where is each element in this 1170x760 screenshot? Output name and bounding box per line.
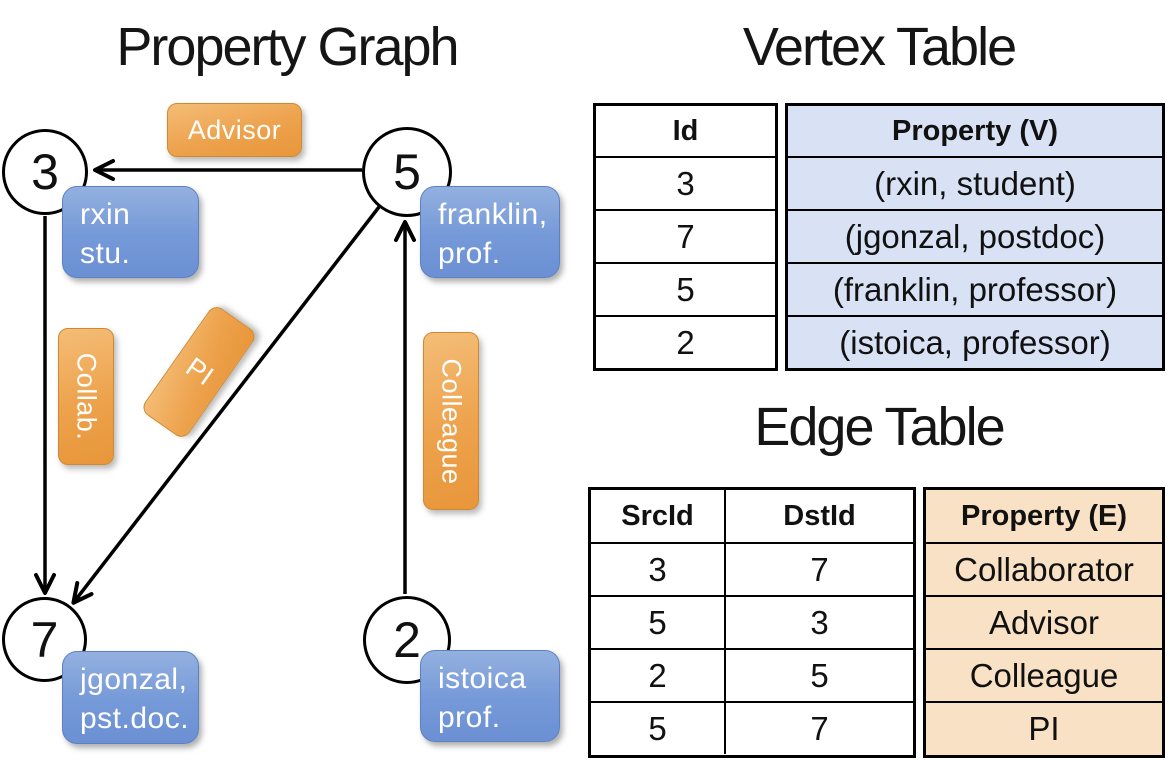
edge-5-to-7	[71, 205, 381, 605]
table-row: 5 7	[591, 701, 913, 754]
edge-table-property-column: Property (E) Collaborator Advisor Collea…	[923, 487, 1165, 758]
table-row: 7	[596, 209, 775, 262]
table-row: (istoica, professor)	[788, 315, 1162, 368]
vertex-property-line: stu.	[80, 237, 131, 270]
edge-dst-cell: 7	[724, 703, 913, 754]
vertex-table-property-column: Property (V) (rxin, student) (jgonzal, p…	[785, 103, 1165, 371]
vertex-property-line: pst.doc.	[80, 702, 190, 735]
edge-table-header-dst: DstId	[724, 490, 913, 542]
vertex-property-cell: (rxin, student)	[874, 164, 1076, 202]
vertex-id-7: 7	[30, 611, 59, 668]
vertex-property-box-3: rxin stu.	[62, 186, 199, 278]
vertex-property-box-5: franklin, prof.	[420, 186, 560, 278]
edge-dst-cell: 3	[724, 597, 913, 648]
edge-src-cell: 2	[648, 656, 667, 694]
vertex-circle-2: 2	[363, 596, 451, 684]
vertex-id-cell: 3	[676, 164, 695, 202]
vertex-id-5: 5	[393, 144, 421, 200]
edge-src-cell: 5	[648, 603, 667, 641]
edge-label-text: Collab.	[71, 352, 102, 441]
table-row: Colleague	[926, 648, 1162, 701]
vertex-property-line: istoica	[438, 662, 527, 695]
edge-property-cell: Colleague	[969, 656, 1119, 694]
table-row: 5 3	[591, 595, 913, 648]
table-row: (jgonzal, postdoc)	[788, 209, 1162, 262]
edge-table-header-src: SrcId	[621, 499, 694, 532]
edge-table-id-columns: SrcId DstId 3 7 5 3 2 5 5 7	[588, 487, 916, 758]
vertex-table-header-property: Property (V)	[892, 114, 1058, 147]
edge-table-title: Edge Table	[754, 397, 1005, 457]
edge-table-header-property: Property (E)	[961, 499, 1127, 532]
edge-src-cell: 3	[648, 550, 667, 588]
graph-edges	[34, 159, 416, 605]
edge-label-collab: Collab.	[58, 328, 114, 465]
table-row: 2	[596, 315, 775, 368]
vertex-property-cell: (istoica, professor)	[839, 323, 1111, 361]
vertex-table-header-id: Id	[672, 114, 699, 147]
vertex-id-cell: 5	[676, 270, 695, 308]
vertex-property-box-7: jgonzal, pst.doc.	[62, 651, 199, 744]
edge-property-cell: PI	[1028, 709, 1060, 747]
table-row: (franklin, professor)	[788, 262, 1162, 315]
vertex-property-line: prof.	[438, 237, 501, 270]
vertex-property-cell: (jgonzal, postdoc)	[844, 217, 1106, 255]
edge-label-text: Advisor	[187, 114, 282, 145]
vertex-table-title: Vertex Table	[742, 17, 1017, 77]
vertex-id-3: 3	[31, 144, 59, 200]
table-row: 3 7	[591, 542, 913, 595]
vertex-property-box-2: istoica prof.	[420, 650, 560, 742]
edge-label-text: PI	[179, 351, 219, 392]
vertex-id-2: 2	[393, 612, 421, 668]
vertex-property-line: rxin	[80, 198, 131, 231]
edge-dst-cell: 5	[724, 650, 913, 701]
graph-title: Property Graph	[116, 17, 459, 77]
table-row: Collaborator	[926, 542, 1162, 595]
vertex-property-line: prof.	[438, 701, 501, 734]
table-row: Advisor	[926, 595, 1162, 648]
table-row: (rxin, student)	[788, 156, 1162, 209]
vertex-property-line: jgonzal,	[80, 663, 188, 696]
edge-label-text: Colleague	[436, 357, 467, 485]
edge-src-cell: 5	[648, 709, 667, 747]
vertex-circle-5: 5	[362, 127, 452, 217]
table-row: PI	[926, 701, 1162, 754]
table-row: 5	[596, 262, 775, 315]
table-row: 3	[596, 156, 775, 209]
vertex-table-id-column: Id 3 7 5 2	[593, 103, 778, 371]
vertex-property-cell: (franklin, professor)	[832, 270, 1118, 308]
table-row: 2 5	[591, 648, 913, 701]
vertex-id-cell: 2	[676, 323, 695, 361]
edge-label-colleague: Colleague	[423, 332, 479, 510]
vertex-property-line: franklin,	[438, 198, 548, 231]
edge-dst-cell: 7	[724, 544, 913, 595]
edge-property-cell: Advisor	[988, 603, 1100, 641]
edge-label-advisor: Advisor	[167, 103, 302, 157]
vertex-id-cell: 7	[676, 217, 695, 255]
edge-property-cell: Collaborator	[954, 550, 1134, 588]
